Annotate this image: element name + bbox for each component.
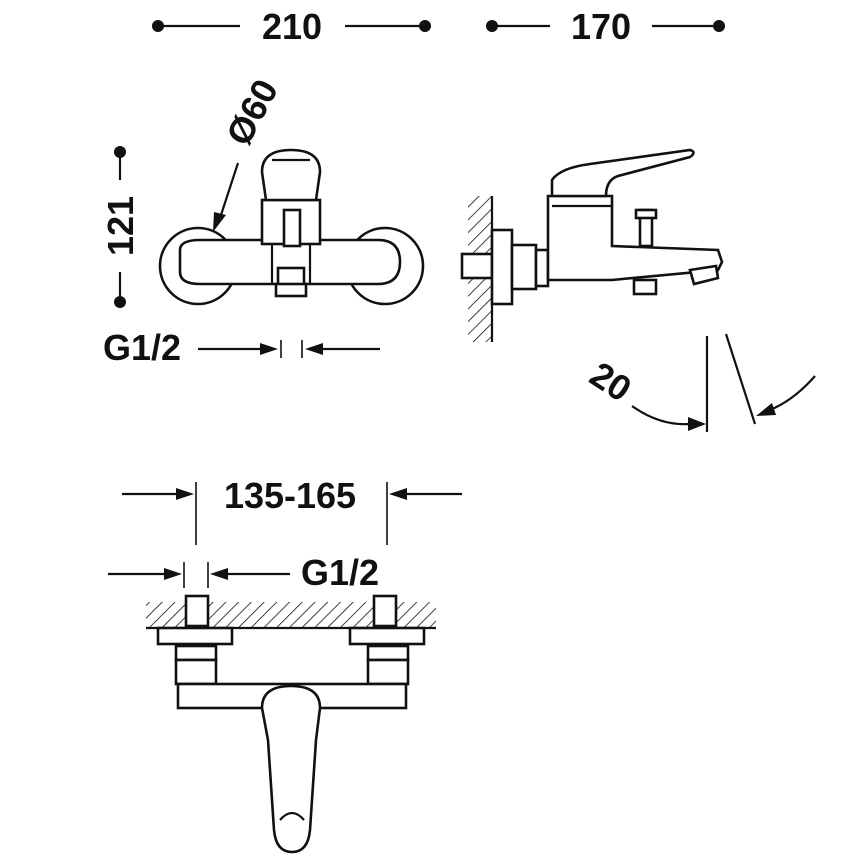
dimension-end-dot [114, 296, 126, 308]
arrowhead [305, 343, 323, 355]
handle-angle-label: 20 [583, 353, 639, 409]
side-collar [534, 248, 550, 288]
dimension-front-width: 210 [152, 6, 431, 47]
left-plan-flange [156, 626, 234, 646]
dimension-side-depth: 170 [486, 6, 725, 47]
front-inlet-label: G1/2 [103, 327, 181, 368]
front-height-label: 121 [100, 196, 141, 256]
side-body [546, 194, 724, 282]
cartridge-slot [282, 208, 302, 248]
left-plan-collar [174, 658, 218, 686]
left-plan-nut [174, 644, 218, 662]
dimension-handle-angle: 20 [583, 333, 816, 432]
side-depth-label: 170 [571, 6, 631, 47]
dimension-front-inlet: G1/2 [103, 327, 380, 368]
plan-lever [260, 684, 322, 854]
arrowhead [260, 343, 278, 355]
arrowhead [176, 488, 194, 500]
left-inlet [184, 594, 210, 628]
arrowhead [164, 568, 182, 580]
side-flange [490, 228, 514, 306]
right-plan-flange [348, 626, 426, 646]
handle-cap [260, 148, 322, 202]
center-distance-label: 135-165 [224, 475, 356, 516]
arrowhead [756, 403, 776, 416]
outlet-nut [274, 282, 308, 298]
side-view [460, 148, 724, 342]
right-plan-nut [366, 644, 410, 662]
mixer-body [178, 238, 402, 286]
dimension-front-height: 121 [100, 146, 141, 308]
front-width-label: 210 [262, 6, 322, 47]
plan-inlet-label: G1/2 [301, 552, 379, 593]
arrowhead [688, 417, 706, 431]
shower-outlet [632, 278, 658, 296]
inlet-stub [460, 252, 494, 280]
side-lever [550, 148, 695, 198]
dimension-center-distance: 135-165 [122, 475, 462, 545]
diverter-cap [634, 208, 658, 220]
dimension-end-dot [713, 20, 725, 32]
side-nut [510, 243, 538, 291]
dimension-end-dot [419, 20, 431, 32]
right-plan-collar [366, 658, 410, 686]
right-inlet [372, 594, 398, 628]
spout-aerator [688, 264, 720, 286]
arrowhead [213, 212, 226, 232]
arrowhead [210, 568, 228, 580]
plan-view [146, 594, 436, 854]
dimension-plan-inlet: G1/2 [108, 552, 379, 593]
arrowhead [389, 488, 407, 500]
handle-diameter-label: Ø60 [218, 72, 286, 151]
front-view: 121 Ø60 G1/2 [100, 72, 425, 368]
